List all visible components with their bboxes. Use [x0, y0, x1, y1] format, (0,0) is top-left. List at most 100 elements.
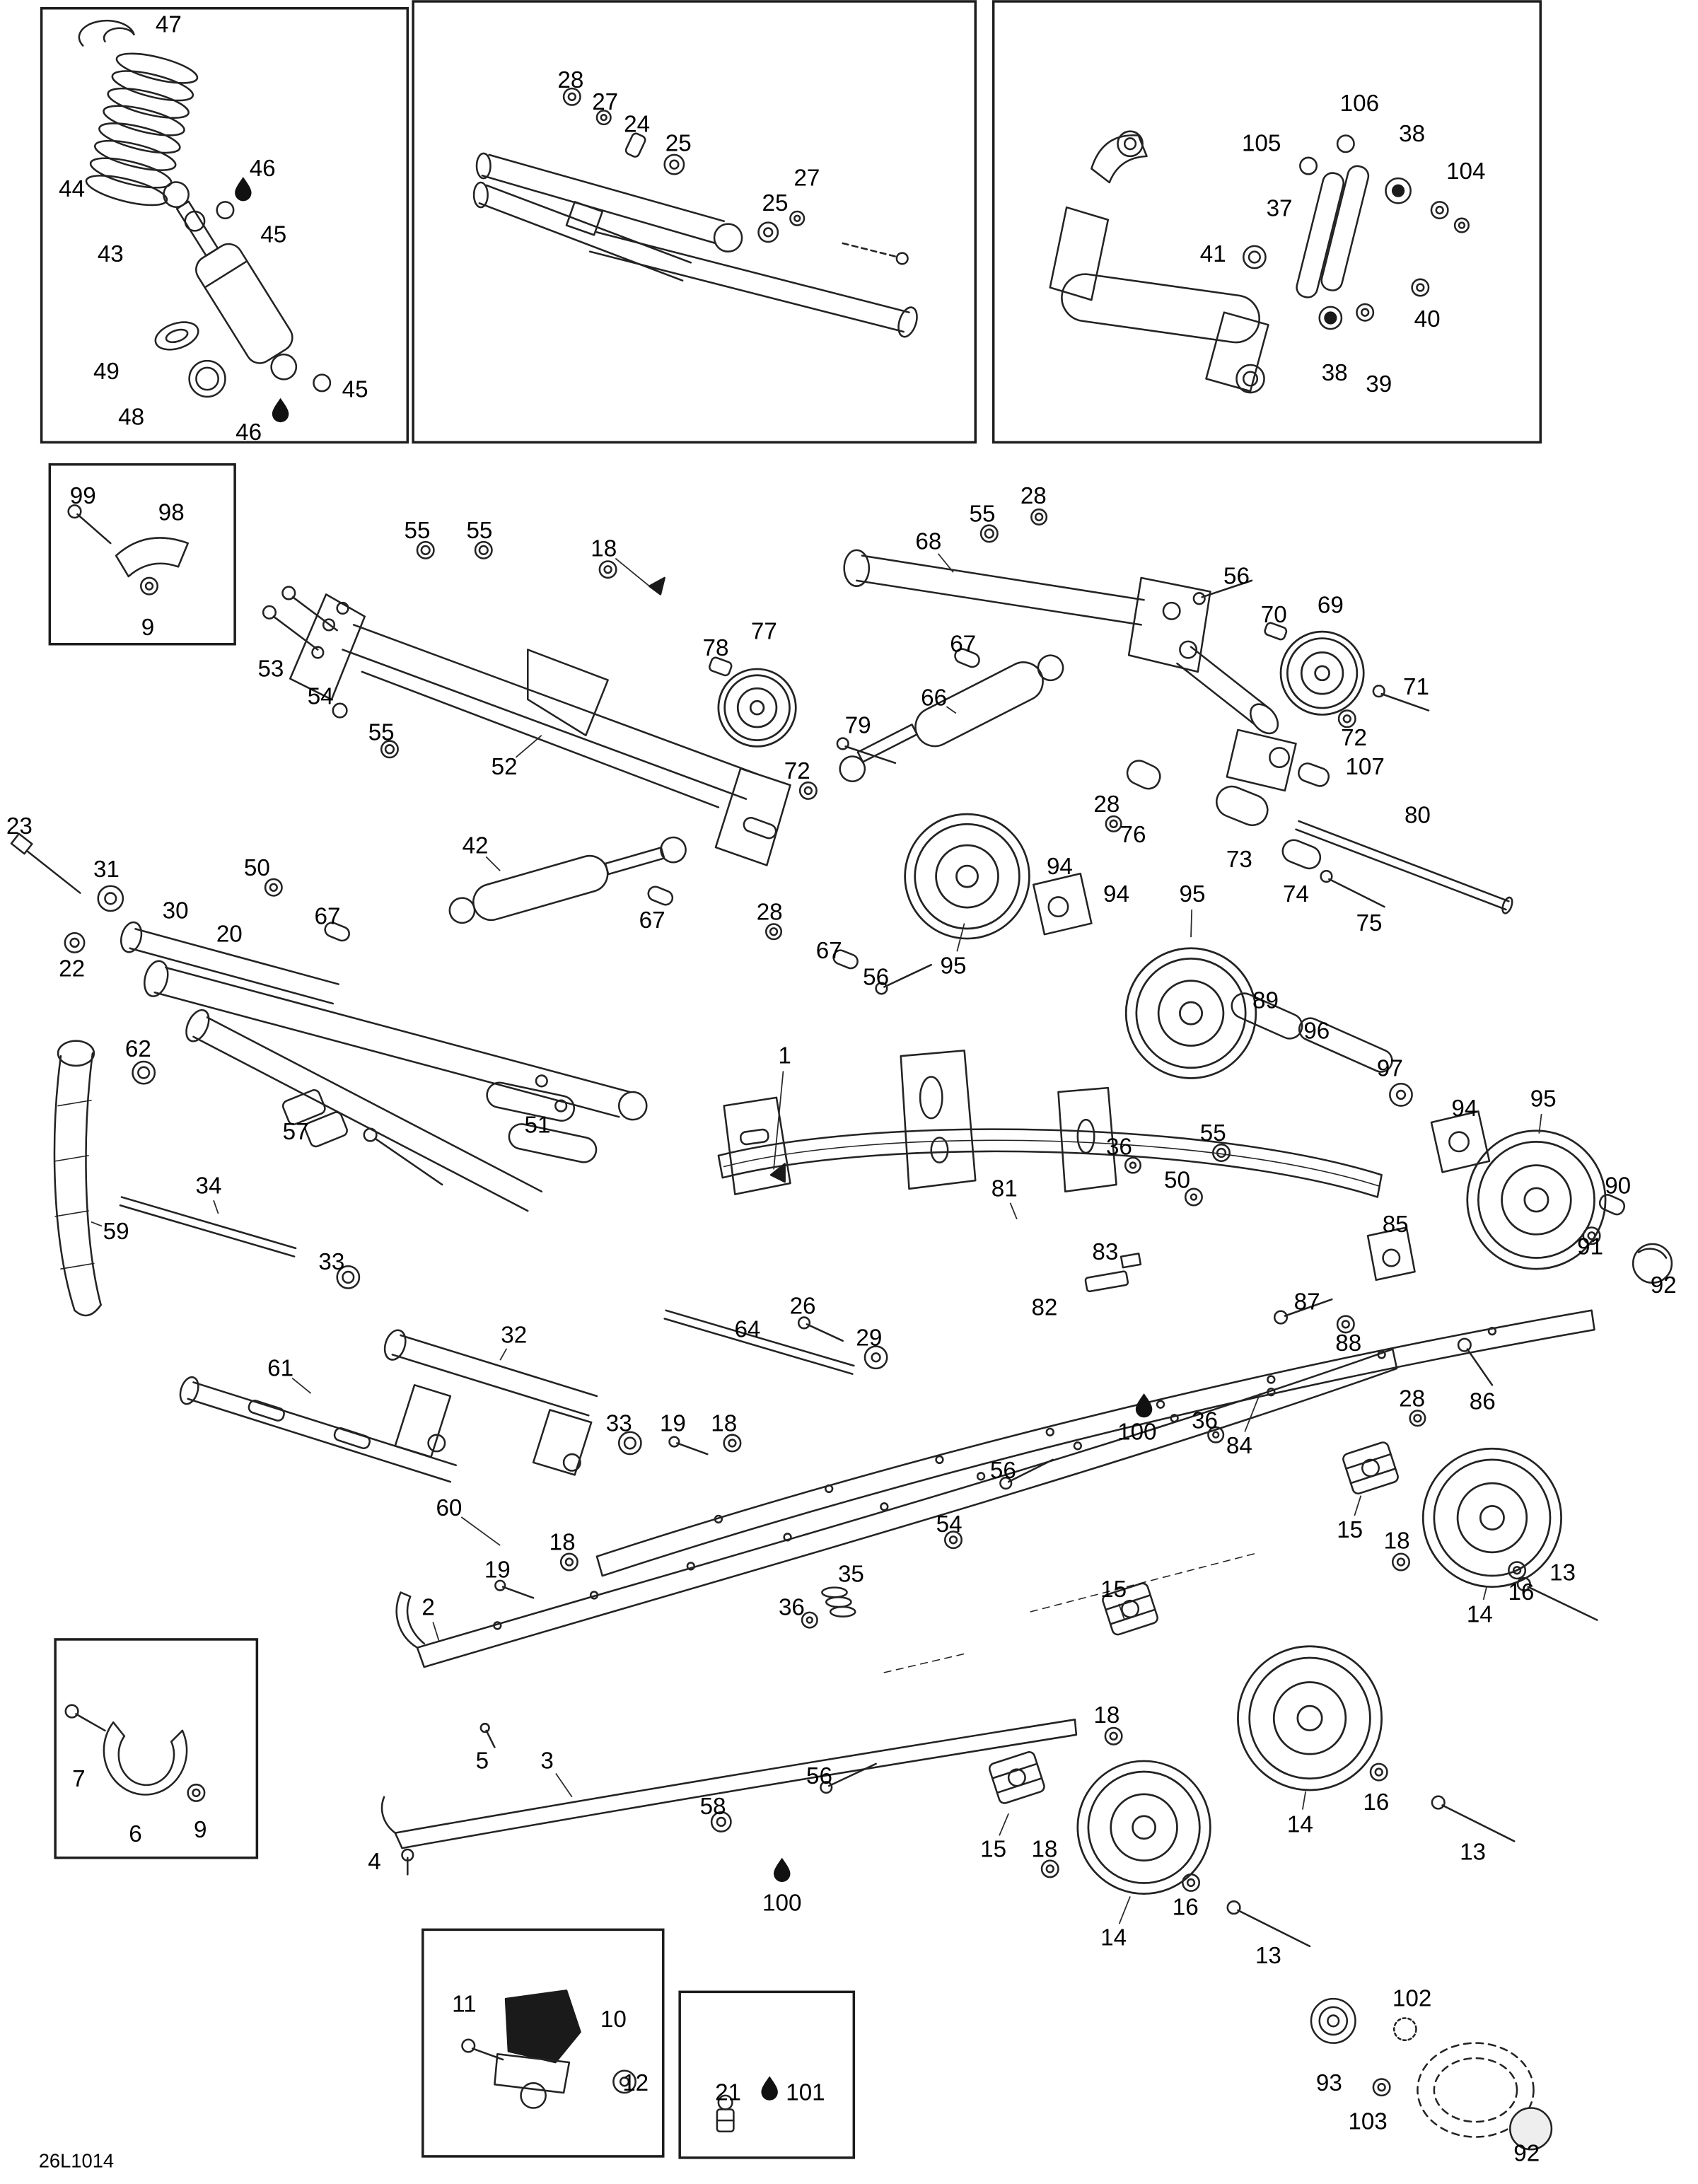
callout-67: 67	[639, 907, 665, 934]
callout-95: 95	[941, 953, 967, 980]
callout-81: 81	[992, 1175, 1018, 1202]
idler-wheel	[717, 668, 797, 748]
callout-31: 31	[93, 856, 120, 883]
callout-36: 36	[1192, 1408, 1218, 1434]
callout-55: 55	[466, 518, 492, 544]
callout-36: 36	[1106, 1134, 1132, 1161]
callout-9: 9	[194, 1817, 207, 1843]
center-shock-art	[448, 836, 687, 924]
callout-84: 84	[1226, 1433, 1252, 1459]
callout-45: 45	[342, 377, 368, 403]
callout-16: 16	[1173, 1895, 1199, 1921]
callout-leader	[999, 1813, 1009, 1836]
rear-arm-assembly-art	[843, 549, 1330, 792]
callout-79: 79	[845, 713, 871, 739]
callout-leader	[1190, 909, 1193, 938]
callout-leader	[291, 1377, 312, 1394]
inset-stopper	[421, 1928, 665, 2158]
callout-56: 56	[863, 964, 889, 990]
callout-45: 45	[260, 222, 286, 248]
callout-18: 18	[549, 1530, 576, 1556]
callout-102: 102	[1392, 1986, 1431, 2012]
idler-wheel	[1466, 1129, 1607, 1270]
callout-92: 92	[1513, 2140, 1540, 2166]
callout-82: 82	[1031, 1294, 1057, 1320]
callout-105: 105	[1242, 131, 1281, 157]
grease-fitting-art	[716, 2094, 735, 2133]
idler-wheel	[904, 813, 1030, 940]
callout-2: 2	[421, 1594, 434, 1620]
callout-28: 28	[557, 67, 583, 93]
callout-66: 66	[921, 685, 947, 711]
callout-16: 16	[1508, 1579, 1534, 1605]
callout-28: 28	[757, 899, 783, 925]
callout-leader	[1009, 1202, 1018, 1220]
callout-76: 76	[1120, 822, 1146, 848]
callout-leader	[91, 1221, 103, 1227]
callout-62: 62	[125, 1036, 151, 1062]
inset-wear-clamp	[54, 1638, 259, 1859]
callout-73: 73	[1226, 847, 1252, 873]
inset-rear-arm-pivot	[992, 0, 1542, 444]
diagram-code: 26L1014	[39, 2150, 114, 2172]
callout-13: 13	[1255, 1943, 1281, 1969]
callout-92: 92	[1651, 1272, 1677, 1299]
callout-43: 43	[98, 241, 124, 267]
callout-20: 20	[216, 922, 243, 948]
callout-13: 13	[1460, 1839, 1486, 1865]
oil-drop-icon	[235, 177, 252, 202]
callout-96: 96	[1303, 1018, 1330, 1045]
diagram-line-art	[10, 19, 1673, 2151]
callout-leader	[515, 735, 542, 758]
callout-72: 72	[1341, 725, 1367, 751]
right-side-art	[1033, 872, 1673, 1386]
callout-53: 53	[257, 656, 284, 682]
callout-5: 5	[476, 1748, 489, 1774]
callout-36: 36	[779, 1594, 805, 1620]
rear-shock-art	[839, 654, 1064, 782]
wear-clamp-art	[64, 1704, 206, 1802]
callout-55: 55	[1200, 1120, 1226, 1146]
callout-38: 38	[1399, 121, 1425, 147]
callout-3: 3	[540, 1748, 553, 1774]
callout-55: 55	[970, 501, 996, 528]
callout-leader	[432, 1622, 441, 1643]
callout-15: 15	[980, 1837, 1006, 1863]
callout-33: 33	[318, 1249, 344, 1275]
callout-100: 100	[1117, 1419, 1156, 1445]
callout-18: 18	[1093, 1702, 1120, 1729]
callout-14: 14	[1287, 1811, 1313, 1837]
callout-leader	[555, 1773, 573, 1798]
callout-106: 106	[1340, 91, 1379, 117]
rear-arm-pivot-art	[1049, 130, 1470, 394]
callout-30: 30	[163, 898, 189, 924]
callout-48: 48	[118, 405, 144, 431]
rails-art	[380, 1309, 1595, 1849]
callout-77: 77	[751, 619, 777, 645]
callout-32: 32	[501, 1322, 527, 1348]
callout-27: 27	[793, 165, 820, 192]
callout-6: 6	[129, 1821, 141, 1847]
callout-69: 69	[1318, 593, 1344, 619]
limiter-bracket-art	[67, 504, 189, 596]
inset-limiter-bracket	[48, 463, 236, 646]
idler-wheel	[1279, 630, 1365, 716]
callout-94: 94	[1103, 881, 1129, 907]
callout-23: 23	[6, 813, 33, 840]
callout-107: 107	[1345, 754, 1384, 780]
callout-64: 64	[734, 1317, 760, 1343]
lower-arm-art	[336, 1265, 642, 1476]
callout-93: 93	[1316, 2070, 1342, 2096]
callout-14: 14	[1467, 1601, 1493, 1627]
idler-wheels	[717, 630, 1607, 1895]
front-torque-arm-art	[120, 921, 648, 1212]
callout-56: 56	[990, 1458, 1016, 1484]
callout-33: 33	[606, 1411, 632, 1437]
callout-10: 10	[600, 2006, 627, 2033]
callout-103: 103	[1348, 2109, 1387, 2135]
callout-94: 94	[1451, 1096, 1477, 1122]
front-arm-art	[472, 87, 918, 338]
callout-29: 29	[856, 1325, 882, 1351]
callout-18: 18	[1384, 1528, 1410, 1555]
